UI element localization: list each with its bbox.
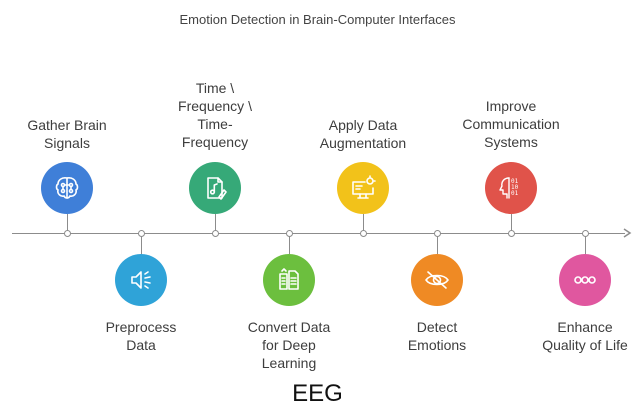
step-5-line-1: Apply Data (328, 117, 398, 133)
step-7-line-1: Improve (485, 98, 537, 114)
step-label-7: Improve Communication Systems (451, 97, 571, 151)
step-3-line-3: Time- (197, 116, 233, 132)
step-stem-8 (585, 236, 586, 254)
step-node-8 (559, 254, 611, 306)
step-label-2: Preprocess Data (81, 318, 201, 354)
step-7-line-2: Communication (462, 116, 560, 132)
link-chain-icon (574, 276, 596, 284)
step-node-7: 01 10 01 (485, 162, 537, 214)
step-2-line-1: Preprocess (105, 319, 177, 335)
step-3-line-4: Frequency (181, 134, 249, 150)
step-6-line-1: Detect (416, 319, 458, 335)
step-stem-4 (289, 236, 290, 254)
step-stem-3 (215, 214, 216, 232)
arrowhead-icon (623, 228, 632, 238)
step-stem-2 (141, 236, 142, 254)
step-label-1: Gather Brain Signals (7, 116, 127, 152)
step-1-line-2: Signals (44, 135, 90, 151)
step-node-6 (411, 254, 463, 306)
brain-icon (55, 177, 79, 199)
footer-caption: EEG (292, 380, 343, 407)
step-label-4: Convert Data for Deep Learning (229, 318, 349, 372)
timeline-axis (12, 233, 625, 234)
step-4-line-1: Convert Data (247, 319, 331, 335)
step-node-2 (115, 254, 167, 306)
step-stem-6 (437, 236, 438, 254)
timeline-marker-5 (360, 230, 367, 237)
step-node-1 (41, 162, 93, 214)
step-stem-5 (363, 214, 364, 232)
svg-text:01: 01 (511, 190, 519, 197)
binary-head-icon: 01 10 01 (499, 177, 519, 199)
step-6-line-2: Emotions (407, 337, 467, 353)
speaker-waves-icon (131, 271, 151, 289)
eye-scan-icon (425, 271, 449, 289)
step-5-line-2: Augmentation (319, 135, 407, 151)
step-node-4 (263, 254, 315, 306)
convert-document-icon (279, 268, 299, 290)
step-label-3: Time \ Frequency \ Time- Frequency (155, 79, 275, 151)
timeline-marker-1 (64, 230, 71, 237)
timeline-marker-3 (212, 230, 219, 237)
diagram-title: Emotion Detection in Brain-Computer Inte… (179, 12, 456, 27)
step-label-5: Apply Data Augmentation (303, 116, 423, 152)
audio-file-icon (207, 177, 227, 200)
step-3-line-2: Frequency \ (178, 98, 252, 114)
svg-text:01: 01 (511, 178, 519, 185)
step-stem-1 (67, 214, 68, 232)
step-4-line-3: Learning (261, 355, 317, 371)
step-1-line-1: Gather Brain (27, 117, 107, 133)
step-3-line-1: Time \ (195, 80, 235, 96)
step-7-line-3: Systems (484, 134, 538, 150)
svg-text:10: 10 (511, 184, 519, 191)
step-2-line-2: Data (126, 337, 156, 353)
step-node-3 (189, 162, 241, 214)
monitor-sparkle-icon (352, 175, 376, 199)
step-label-6: Detect Emotions (377, 318, 497, 354)
step-8-line-1: Enhance (557, 319, 613, 335)
step-node-5 (337, 162, 389, 214)
step-4-line-2: for Deep (262, 337, 316, 353)
timeline-marker-7 (508, 230, 515, 237)
step-label-8: Enhance Quality of Life (525, 318, 635, 354)
step-8-line-2: Quality of Life (542, 337, 628, 353)
step-stem-7 (511, 214, 512, 232)
